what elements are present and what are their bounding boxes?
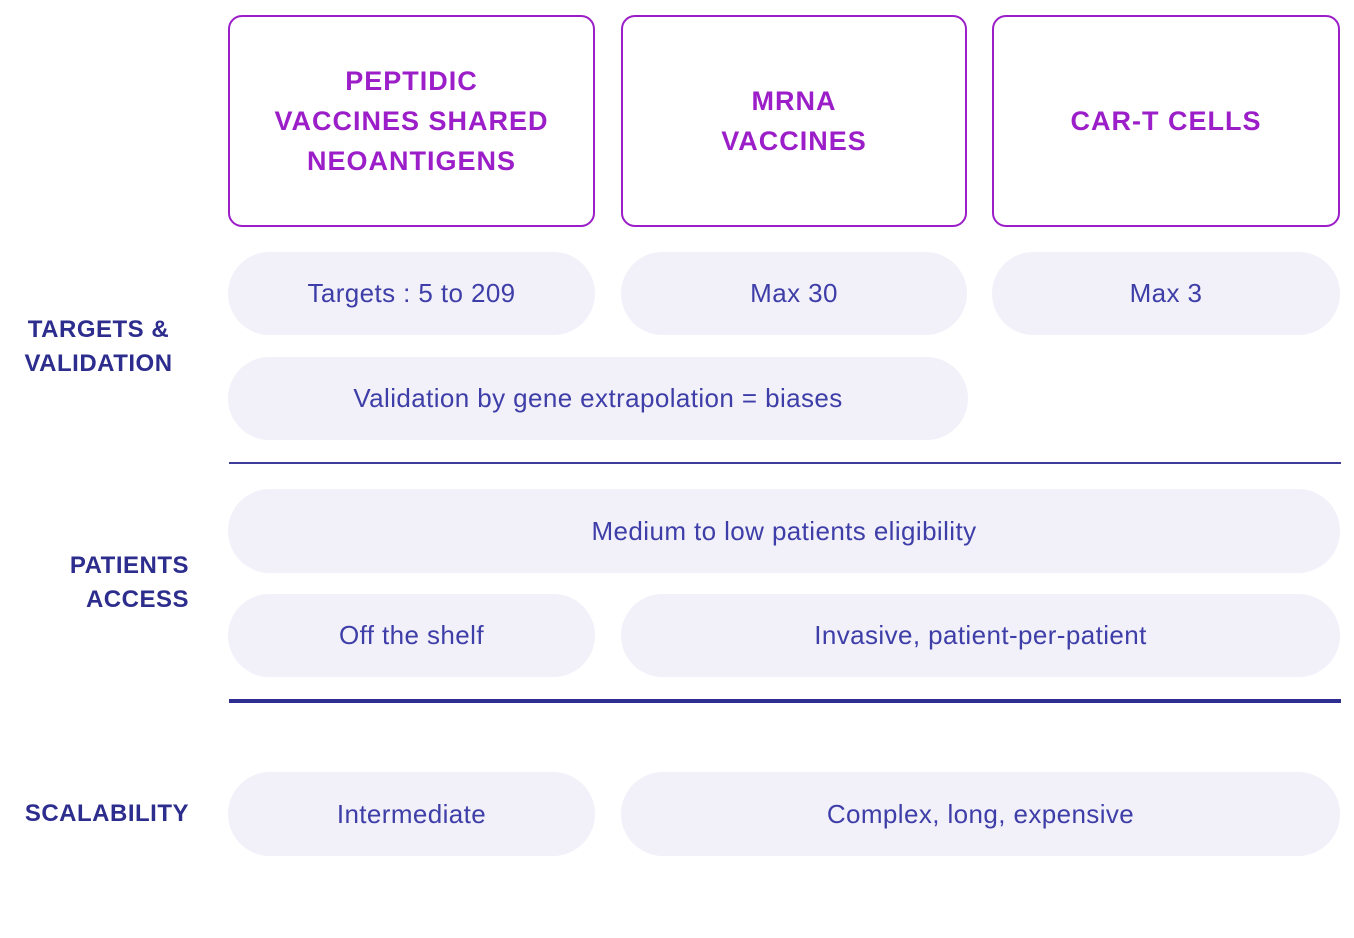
pill-patients-eligibility: Medium to low patients eligibility <box>228 489 1340 573</box>
pill-invasive-patient-per-patient: Invasive, patient-per-patient <box>621 594 1340 677</box>
row-label-line: ACCESS <box>85 586 189 613</box>
row-label-line: PATIENTS <box>69 552 189 579</box>
column-title-line: MRNA <box>751 86 837 116</box>
column-title-line: PEPTIDIC <box>345 66 478 96</box>
row-label-line: SCALABILITY <box>24 800 189 827</box>
divider-patients-scalability <box>229 699 1341 703</box>
column-header-car-t-cells: CAR-T CELLS <box>992 15 1340 227</box>
column-title-line: CAR-T CELLS <box>1070 106 1262 136</box>
pill-cart-max-targets: Max 3 <box>992 252 1340 335</box>
column-header-mrna-vaccines: MRNA VACCINES <box>621 15 967 227</box>
row-label-scalability: SCALABILITY <box>0 797 197 831</box>
row-label-patients-access: PATIENTS ACCESS <box>0 549 197 617</box>
row-label-line: VALIDATION <box>24 350 173 377</box>
pill-mrna-max-targets: Max 30 <box>621 252 967 335</box>
column-title-line: VACCINES <box>721 126 867 156</box>
row-label-line: TARGETS & <box>27 316 170 343</box>
row-label-targets-validation: TARGETS & VALIDATION <box>0 313 197 381</box>
pill-off-the-shelf: Off the shelf <box>228 594 595 677</box>
pill-complex-long-expensive: Complex, long, expensive <box>621 772 1340 856</box>
column-title-line: VACCINES SHARED <box>274 106 549 136</box>
divider-targets-patients <box>229 462 1341 464</box>
pill-validation-bias: Validation by gene extrapolation = biase… <box>228 357 968 440</box>
pill-intermediate: Intermediate <box>228 772 595 856</box>
column-title-line: NEOANTIGENS <box>306 146 517 176</box>
column-header-peptidic-vaccines: PEPTIDIC VACCINES SHARED NEOANTIGENS <box>228 15 595 227</box>
pill-targets-range: Targets : 5 to 209 <box>228 252 595 335</box>
